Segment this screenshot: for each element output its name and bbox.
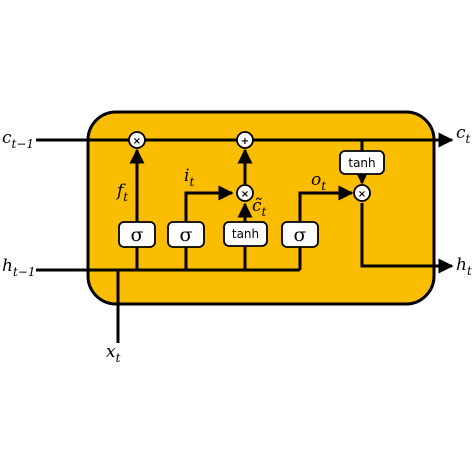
label-h-prev: ht−1 (2, 256, 35, 279)
svg-text:tanh: tanh (232, 227, 259, 241)
forget-multiply-op: × (128, 131, 146, 149)
svg-text:×: × (133, 136, 141, 147)
svg-text:σ: σ (131, 224, 144, 246)
label-c-out: ct (456, 123, 471, 146)
label-h-out: ht (456, 255, 472, 278)
hidden-output-line (360, 203, 454, 274)
forget-gate-sigma: σ (118, 221, 156, 248)
svg-text:×: × (358, 189, 366, 200)
svg-text:tanh: tanh (348, 156, 375, 170)
label-forget-gate: ft (115, 181, 128, 204)
cell-state-tanh: tanh (339, 150, 385, 175)
svg-text:σ: σ (294, 224, 307, 246)
output-gate-sigma: σ (281, 221, 319, 248)
input-multiply-op: × (236, 184, 254, 202)
svg-text:×: × (241, 189, 249, 200)
candidate-tanh: tanh (223, 221, 268, 247)
input-gate-output-arrow (184, 185, 234, 222)
label-c-prev: ct−1 (2, 128, 34, 151)
svg-text:σ: σ (180, 224, 193, 246)
label-x-input: xt (106, 342, 121, 365)
svg-text:+: + (241, 136, 249, 147)
output-multiply-op: × (353, 184, 371, 202)
label-output-gate: ot (311, 170, 326, 193)
label-candidate: c̃t (252, 196, 267, 219)
cell-add-op: + (236, 131, 254, 149)
label-input-gate: it (184, 166, 194, 189)
input-gate-sigma: σ (167, 221, 205, 248)
output-gate-output-arrow (298, 185, 354, 222)
